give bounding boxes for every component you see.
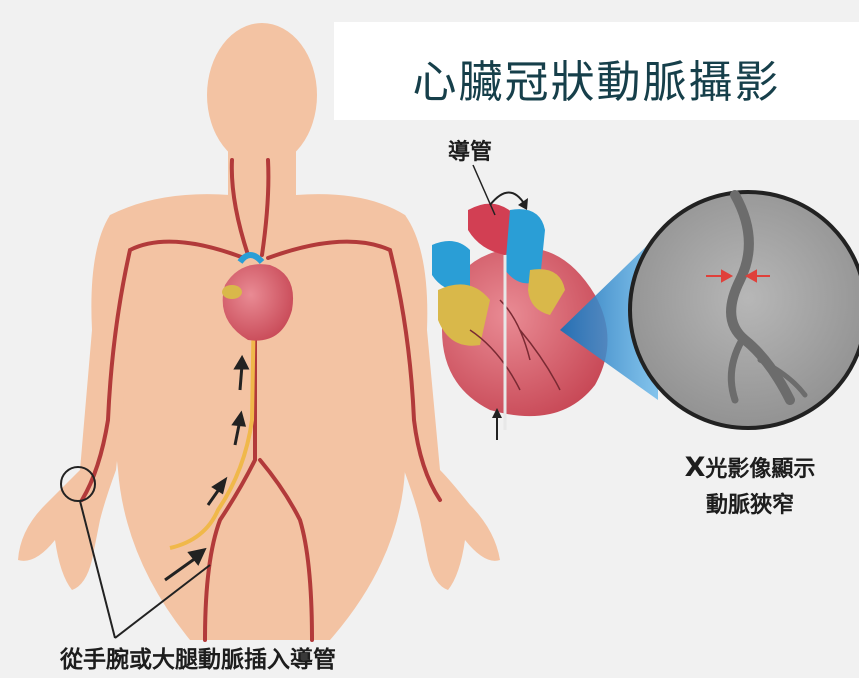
label-xray-stenosis: X光影像顯示 動脈狹窄 — [650, 450, 850, 524]
label-xray-line2: 動脈狹窄 — [650, 488, 850, 524]
title-banner: 心臟冠狀動脈攝影 — [334, 22, 859, 120]
page-title: 心臟冠狀動脈攝影 — [334, 46, 859, 110]
label-catheter: 導管 — [448, 134, 492, 166]
label-xray-line1-rest: 光影像顯示 — [705, 457, 815, 482]
xray-view — [630, 192, 859, 428]
label-entry-point: 從手腕或大腿動脈插入導管 — [60, 640, 336, 674]
label-xray-line1: X光影像顯示 — [650, 450, 850, 488]
label-xray-prefix: X — [685, 452, 706, 483]
